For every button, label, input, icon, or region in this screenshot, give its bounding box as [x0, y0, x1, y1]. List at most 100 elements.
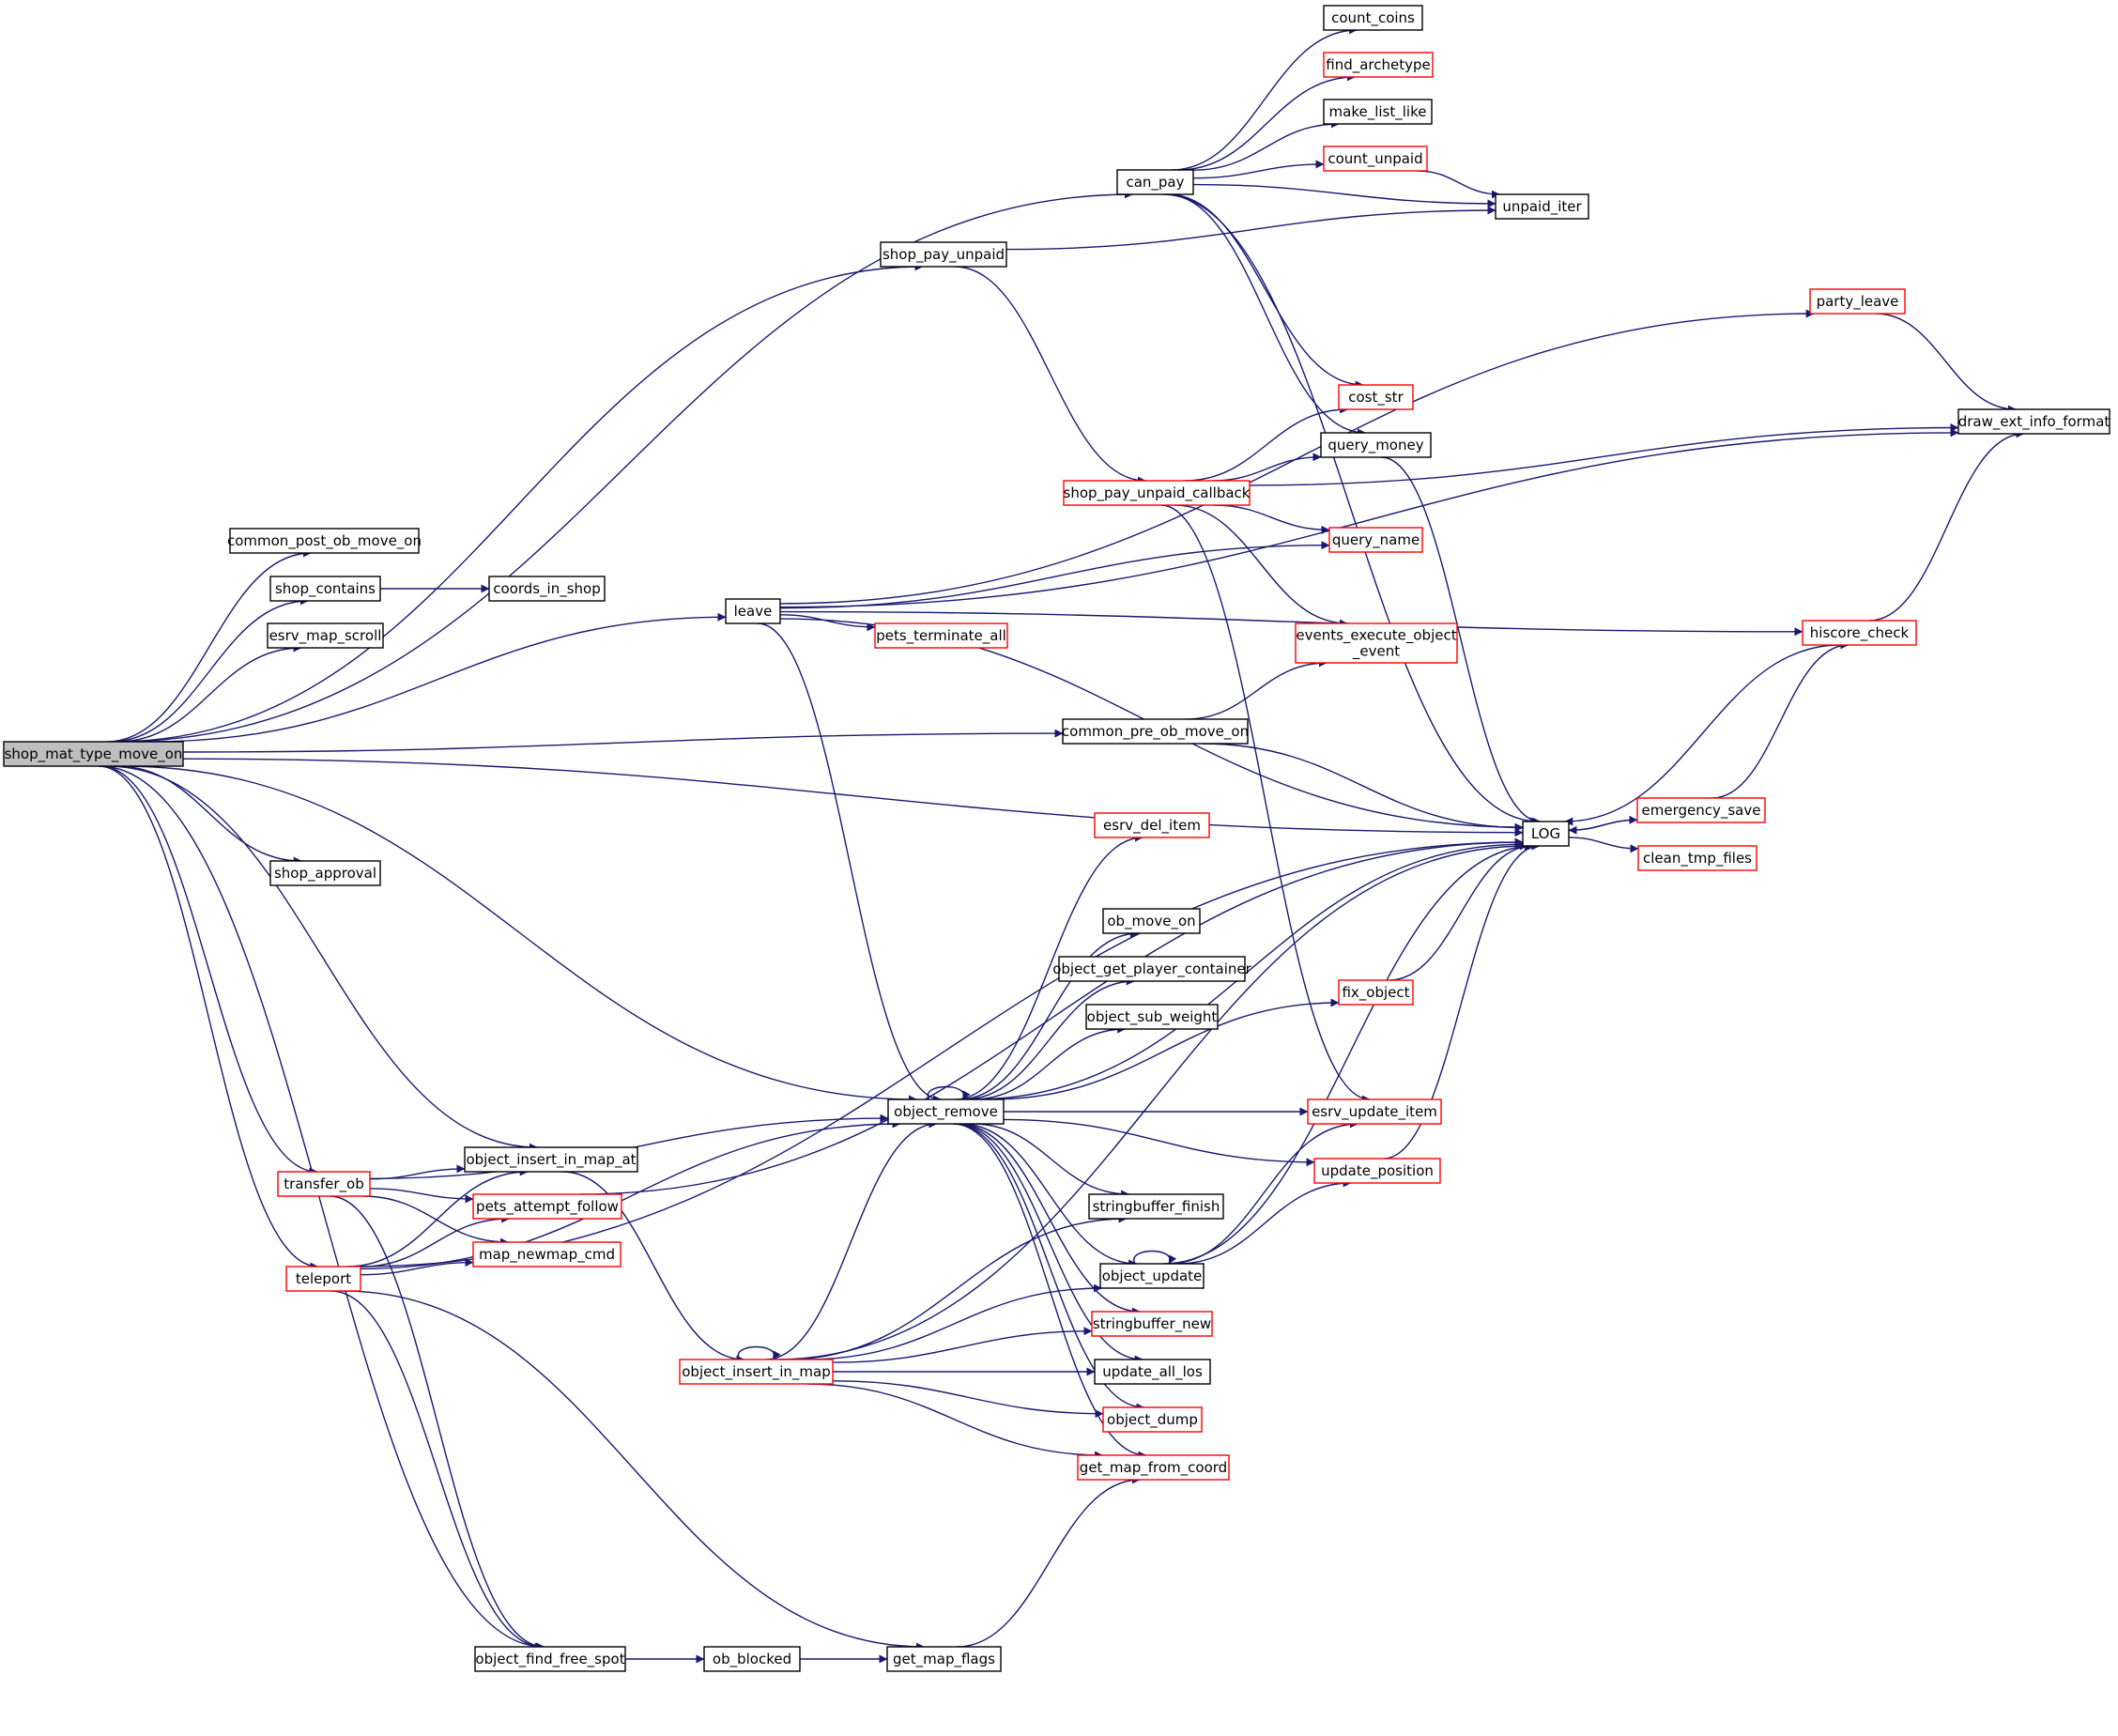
node-label: object_remove [894, 1103, 998, 1121]
node-can_pay[interactable]: can_pay [1116, 169, 1194, 195]
node-object_find_free_spot[interactable]: object_find_free_spot [474, 1646, 626, 1672]
edge-can_pay-to-LOG [1162, 193, 1540, 826]
node-coords_in_shop[interactable]: coords_in_shop [488, 576, 606, 602]
node-query_money[interactable]: query_money [1320, 432, 1432, 458]
node-object_insert_in_map[interactable]: object_insert_in_map [679, 1359, 834, 1385]
node-common_pre_ob_move_on[interactable]: common_pre_ob_move_on [1062, 718, 1249, 745]
node-object_dump[interactable]: object_dump [1102, 1406, 1203, 1433]
node-label: object_dump [1107, 1411, 1198, 1429]
node-draw_ext_info_format[interactable]: draw_ext_info_format [1957, 408, 2110, 435]
node-transfer_ob[interactable]: transfer_ob [277, 1171, 371, 1197]
node-box [1094, 812, 1210, 838]
node-object_update[interactable]: object_update [1099, 1263, 1205, 1289]
node-label: update_position [1321, 1162, 1434, 1180]
node-esrv_map_scroll[interactable]: esrv_map_scroll [267, 622, 384, 649]
node-update_position[interactable]: update_position [1313, 1158, 1441, 1184]
edge-hiscore_check-to-LOG [1564, 644, 1841, 826]
node-label: pets_terminate_all [876, 627, 1006, 645]
node-find_archetype[interactable]: find_archetype [1323, 52, 1434, 78]
node-esrv_update_item[interactable]: esrv_update_item [1307, 1098, 1442, 1125]
node-object_sub_weight[interactable]: object_sub_weight [1085, 1004, 1219, 1030]
node-stringbuffer_finish[interactable]: stringbuffer_finish [1088, 1193, 1224, 1220]
edge-teleport-to-map_newmap_cmd [360, 1258, 474, 1276]
node-label: map_newmap_cmd [479, 1246, 615, 1264]
node-esrv_del_item[interactable]: esrv_del_item [1094, 812, 1210, 838]
node-cost_str[interactable]: cost_str [1338, 384, 1414, 410]
node-shop_approval[interactable]: shop_approval [269, 860, 381, 886]
node-leave[interactable]: leave [725, 598, 781, 624]
node-box [1495, 193, 1589, 220]
edge-object_remove-to-fix_object [990, 998, 1340, 1100]
node-get_map_flags[interactable]: get_map_flags [886, 1646, 1002, 1672]
edge-fix_object-to-LOG [1389, 841, 1534, 981]
edge-shop_pay_unpaid_callback-to-draw_ext_info_format [1249, 423, 1959, 486]
node-label: ob_move_on [1107, 913, 1195, 930]
node-stringbuffer_new[interactable]: stringbuffer_new [1091, 1311, 1213, 1337]
node-query_name[interactable]: query_name [1328, 527, 1423, 553]
node-shop_pay_unpaid[interactable]: shop_pay_unpaid [880, 241, 1007, 268]
edge-shop_pay_unpaid_callback-to-query_money [1212, 453, 1322, 482]
node-label: find_archetype [1326, 56, 1431, 74]
edge-can_pay-to-query_money [1165, 193, 1367, 438]
edge-shop_pay_unpaid-to-unpaid_iter [1005, 206, 1496, 251]
node-map_newmap_cmd[interactable]: map_newmap_cmd [472, 1241, 622, 1267]
node-update_all_los[interactable]: update_all_los [1094, 1359, 1211, 1385]
edge-transfer_ob-to-map_newmap_cmd [362, 1195, 509, 1247]
edge-shop_mat_type_move_on-to-can_pay [115, 190, 1133, 743]
node-common_post_ob_move_on[interactable]: common_post_ob_move_on [227, 528, 422, 554]
node-teleport[interactable]: teleport [285, 1266, 361, 1292]
node-pets_attempt_follow[interactable]: pets_attempt_follow [472, 1193, 622, 1220]
node-label: query_money [1328, 437, 1423, 454]
node-count_unpaid[interactable]: count_unpaid [1323, 146, 1428, 172]
node-box [1062, 718, 1249, 745]
node-hiscore_check[interactable]: hiscore_check [1802, 620, 1917, 646]
node-shop_contains[interactable]: shop_contains [269, 576, 381, 602]
node-events_execute_object_event[interactable]: events_execute_object_event [1295, 622, 1458, 664]
node-make_list_like[interactable]: make_list_like [1323, 99, 1433, 125]
node-ob_move_on[interactable]: ob_move_on [1102, 908, 1201, 934]
node-label: events_execute_object [1296, 627, 1456, 645]
node-count_coins[interactable]: count_coins [1323, 5, 1423, 31]
node-label: get_map_from_coord [1080, 1459, 1227, 1477]
node-label: cost_str [1348, 389, 1404, 407]
edge-teleport-to-get_map_flags [343, 1290, 925, 1652]
node-box [472, 1241, 622, 1267]
node-get_map_from_coord[interactable]: get_map_from_coord [1077, 1454, 1230, 1481]
edge-can_pay-to-count_unpaid [1192, 160, 1325, 179]
edge-transfer_ob-to-pets_attempt_follow [369, 1188, 474, 1204]
node-pets_terminate_all[interactable]: pets_terminate_all [874, 622, 1008, 649]
edge-object_remove-to-LOG [972, 839, 1524, 1100]
edge-object_insert_in_map-to-LOG [774, 841, 1528, 1360]
node-box [1295, 622, 1458, 664]
edge-leave-to-party_leave [779, 309, 1815, 605]
node-shop_pay_unpaid_callback[interactable]: shop_pay_unpaid_callback [1063, 480, 1251, 506]
node-box [1338, 384, 1414, 410]
node-fix_object[interactable]: fix_object [1338, 979, 1414, 1006]
node-object_insert_in_map_at[interactable]: object_insert_in_map_at [464, 1146, 638, 1173]
edge-teleport-to-object_find_free_spot [330, 1290, 544, 1652]
node-box [269, 576, 381, 602]
edges-layer [99, 25, 2025, 1664]
edge-object_insert_in_map-to-object_remove [764, 1119, 938, 1360]
node-LOG[interactable]: LOG [1522, 821, 1570, 847]
node-box [1522, 821, 1570, 847]
edge-shop_mat_type_move_on-to-object_remove [122, 765, 917, 1104]
node-ob_blocked[interactable]: ob_blocked [703, 1646, 801, 1672]
node-label: shop_contains [275, 580, 376, 598]
node-clean_tmp_files[interactable]: clean_tmp_files [1637, 845, 1757, 871]
edge-LOG-to-clean_tmp_files [1568, 837, 1639, 853]
node-object_remove[interactable]: object_remove [887, 1098, 1005, 1125]
node-unpaid_iter[interactable]: unpaid_iter [1495, 193, 1589, 220]
node-box [1957, 408, 2110, 435]
edge-can_pay-to-count_coins [1171, 25, 1358, 171]
node-object_get_player_container[interactable]: object_get_player_container [1052, 956, 1252, 982]
node-label: count_coins [1331, 9, 1415, 27]
node-party_leave[interactable]: party_leave [1809, 288, 1906, 315]
node-label: object_get_player_container [1052, 960, 1251, 978]
node-label: teleport [296, 1270, 351, 1287]
node-shop_mat_type_move_on[interactable]: shop_mat_type_move_on [3, 741, 184, 767]
node-box [1094, 1359, 1211, 1385]
node-emergency_save[interactable]: emergency_save [1636, 797, 1766, 823]
node-label: make_list_like [1329, 103, 1427, 121]
edge-object_remove-to-object_update [960, 1123, 1138, 1268]
